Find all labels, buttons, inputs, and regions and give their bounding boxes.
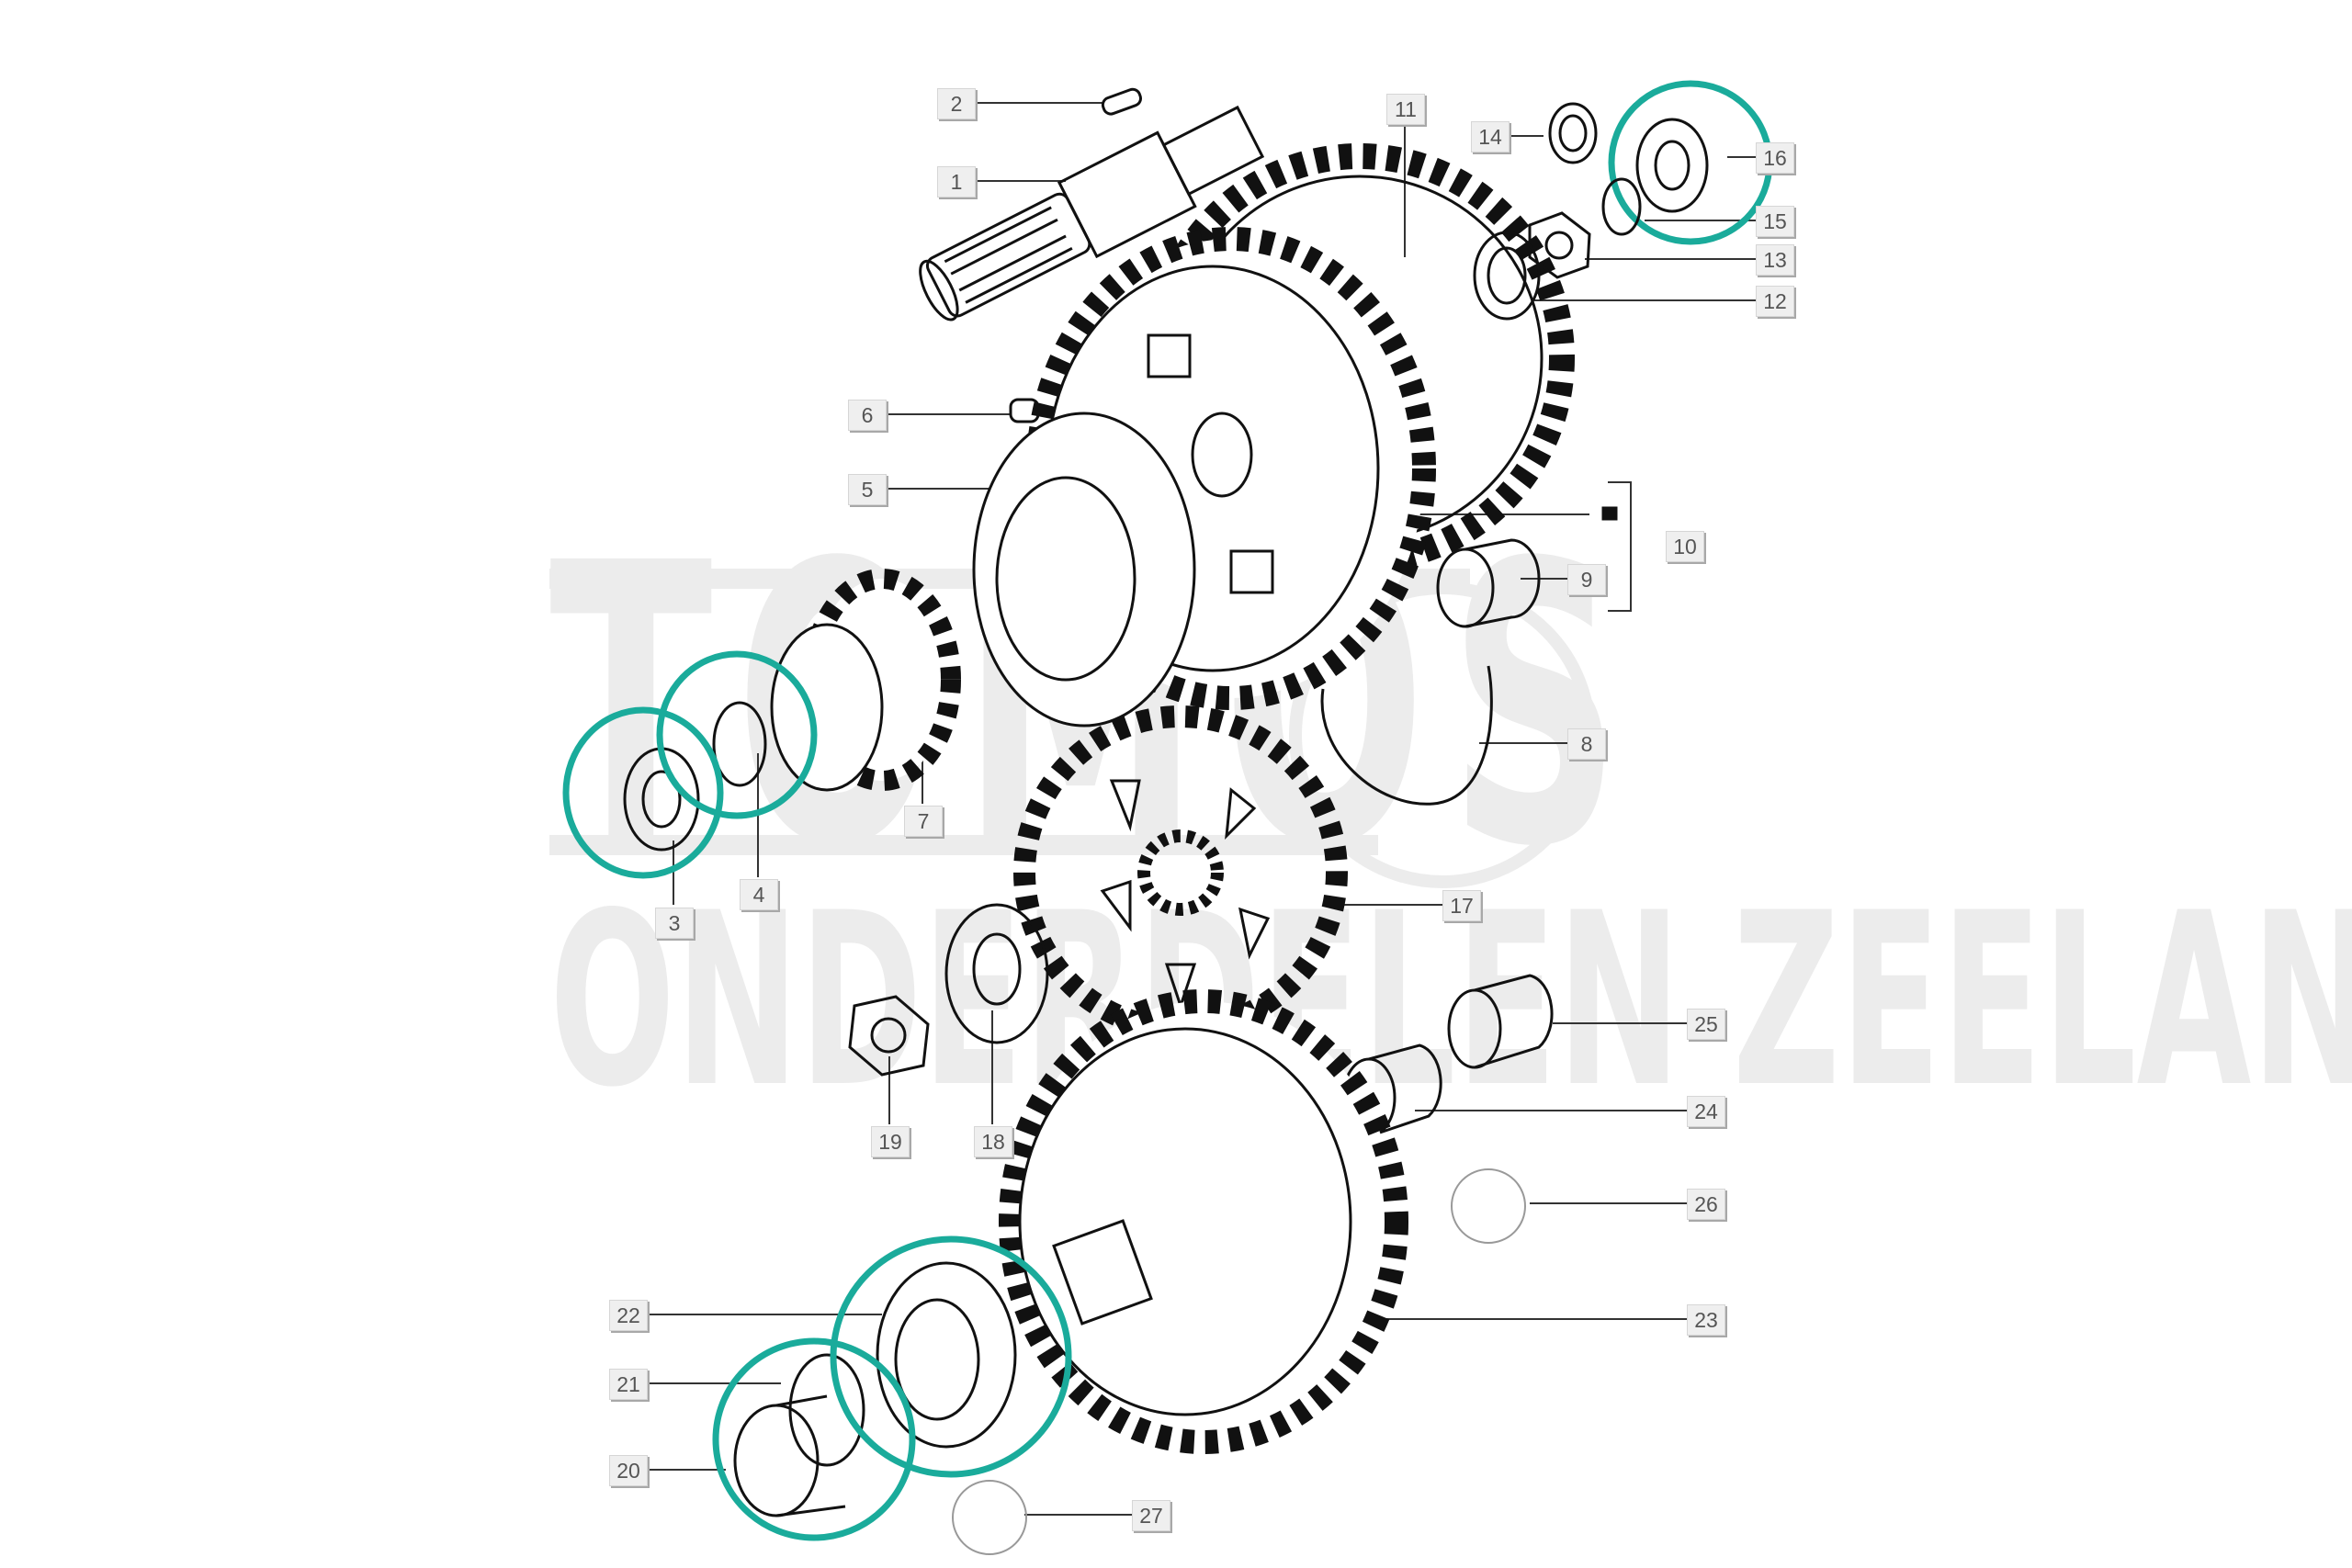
part-20-ring: [733, 1394, 846, 1517]
callout-15[interactable]: 15: [1756, 206, 1794, 237]
bracket-marker: [1601, 506, 1618, 521]
callout-14[interactable]: 14: [1471, 121, 1510, 152]
part-14-washer: [1548, 102, 1598, 164]
callout-22[interactable]: 22: [609, 1300, 648, 1331]
callout-7[interactable]: 7: [904, 806, 943, 837]
part-4-circlip: [712, 701, 767, 787]
part-27-placeholder: [952, 1480, 1027, 1555]
part-6-pin: [1009, 398, 1040, 423]
callout-2[interactable]: 2: [937, 88, 976, 119]
highlight-part-16: [1608, 80, 1773, 245]
part-25-needle-bearing: [1447, 974, 1554, 1069]
highlight-part-20-21: [712, 1337, 916, 1541]
callout-1[interactable]: 1: [937, 166, 976, 197]
part-13-nut: [1528, 211, 1591, 279]
callout-18[interactable]: 18: [974, 1126, 1012, 1157]
part-18-washer: [944, 903, 1049, 1044]
callout-6[interactable]: 6: [848, 400, 887, 431]
highlight-part-22: [830, 1235, 1072, 1478]
callout-23[interactable]: 23: [1687, 1304, 1725, 1336]
callout-12[interactable]: 12: [1756, 286, 1794, 317]
part-21-ring: [788, 1353, 865, 1467]
part-22-bearing: [876, 1261, 1017, 1449]
part-1-shaft: [919, 105, 1265, 321]
part-23-gear-shaft: [999, 989, 1408, 1454]
callout-16[interactable]: 16: [1756, 142, 1794, 174]
watermark-line-2: ONDERDELEN ZEELAND: [549, 863, 2352, 1140]
callout-10[interactable]: 10: [1666, 531, 1704, 562]
part-15-washer: [1601, 177, 1642, 236]
leader-lines: [646, 102, 1756, 1516]
part-9-bushing: [1436, 538, 1541, 628]
part-19-nut: [848, 995, 930, 1077]
part-8-spring-clip: [1320, 665, 1493, 806]
highlight-part-3: [562, 706, 724, 879]
part-7-hub: [770, 569, 961, 792]
callout-21[interactable]: 21: [609, 1369, 648, 1400]
part-2-key: [1101, 87, 1142, 116]
callout-17[interactable]: 17: [1442, 890, 1481, 921]
callout-19[interactable]: 19: [871, 1126, 910, 1157]
callout-24[interactable]: 24: [1687, 1096, 1725, 1127]
callout-8[interactable]: 8: [1567, 728, 1606, 760]
highlight-part-4: [656, 650, 818, 819]
callout-4[interactable]: 4: [740, 879, 778, 910]
callout-27[interactable]: 27: [1132, 1500, 1170, 1531]
callout-20[interactable]: 20: [609, 1455, 648, 1486]
callout-26[interactable]: 26: [1687, 1189, 1725, 1220]
part-16-bearing: [1635, 118, 1709, 213]
highlight-circles: [562, 80, 1773, 1541]
part-5-clutch-drum: [972, 412, 1196, 728]
callout-25[interactable]: 25: [1687, 1009, 1725, 1040]
callout-13[interactable]: 13: [1756, 244, 1794, 276]
callout-3[interactable]: 3: [655, 908, 694, 939]
part-26-placeholder: [1451, 1168, 1526, 1244]
part-12-lock-washer: [1473, 231, 1541, 321]
callout-11[interactable]: 11: [1386, 94, 1425, 125]
callout-5[interactable]: 5: [848, 474, 887, 505]
callout-9[interactable]: 9: [1567, 564, 1606, 595]
part-17-sprocket: [1013, 705, 1348, 1040]
